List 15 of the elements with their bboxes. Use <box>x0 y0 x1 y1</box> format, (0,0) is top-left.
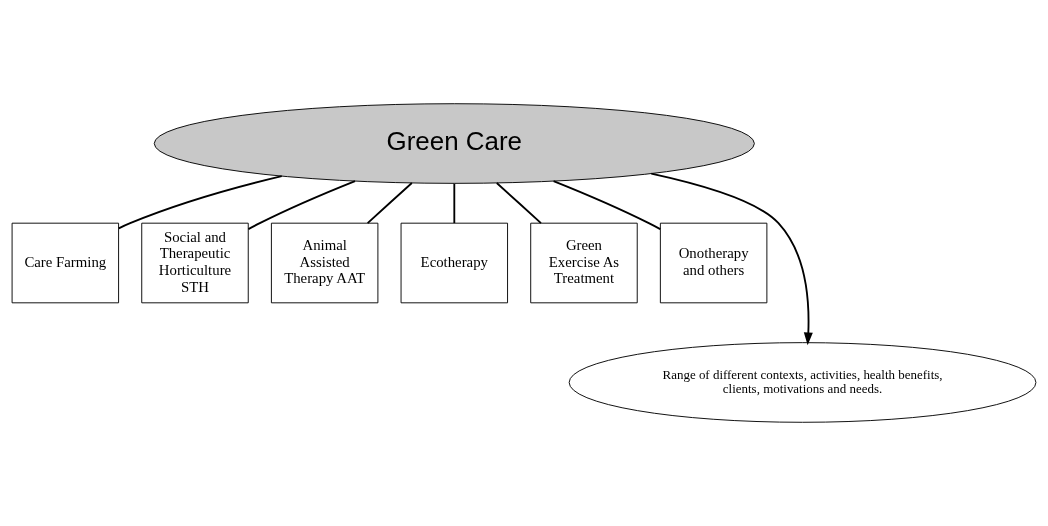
node-ellipse: Range of different contexts, activities, health benefits, clients, motivations and needs. <box>568 342 1037 423</box>
node-box: Ecotherapy <box>400 222 509 304</box>
connector <box>552 180 662 231</box>
arrow <box>650 172 813 346</box>
node-ellipse: Green Care <box>153 103 755 184</box>
node-box: Social and Therapeutic Horticulture STH <box>141 222 249 304</box>
node-box: Green Exercise As Treatment <box>530 222 638 304</box>
connector <box>495 182 542 224</box>
connector <box>247 180 356 231</box>
connector <box>366 182 413 224</box>
node-box: Care Farming <box>11 222 120 304</box>
connector <box>453 182 456 224</box>
node-box: Animal Assisted Therapy AAT <box>270 222 379 304</box>
connector <box>117 175 283 230</box>
node-box: Onotherapy and others <box>659 222 768 304</box>
